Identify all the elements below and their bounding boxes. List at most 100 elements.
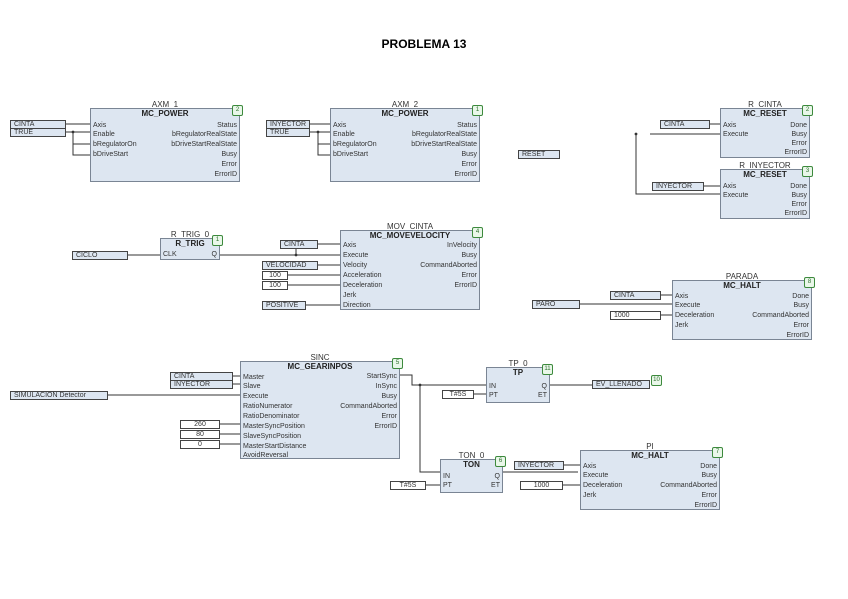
var-paro[interactable]: PARO	[532, 300, 580, 309]
pin-done: Done	[792, 293, 809, 300]
pin-errorid: ErrorID	[454, 282, 477, 289]
sinc-function-block[interactable]: MC_GEARINPOS 5 Master Slave Execute Rati…	[240, 358, 403, 459]
movcinta-function-block[interactable]: MC_MOVEVELOCITY 4 Axis Execute Velocity …	[340, 227, 483, 310]
pin-bregulatorrealstate: bRegulatorRealState	[412, 131, 477, 138]
var-mov-velocidad[interactable]: VELOCIDAD	[262, 261, 318, 270]
axm2-type: MC_POWER	[381, 109, 429, 118]
movcinta-instance-label: MOV_CINTA	[386, 222, 434, 231]
axm2-instance-label: AXM_2	[391, 100, 419, 109]
rinyector-order-badge: 3	[802, 166, 813, 177]
pin-status: Status	[457, 122, 477, 129]
rtrig-function-block[interactable]: R_TRIG 1 CLK Q	[160, 235, 223, 260]
halt2-type: MC_HALT	[631, 451, 669, 460]
var-sinc-260[interactable]: 260	[180, 420, 220, 429]
pin-bregulatoron: bRegulatorOn	[93, 141, 137, 148]
var-mov-deceleration[interactable]: 100	[262, 281, 288, 290]
wire-axm1-enable-drivestart	[72, 132, 90, 156]
var-parada-cinta[interactable]: CINTA	[610, 291, 661, 300]
pin-deceleration: Deceleration	[583, 482, 623, 489]
pin-slavesyncposition: SlaveSyncPosition	[243, 433, 301, 440]
pin-error: Error	[461, 272, 477, 279]
ton-function-block[interactable]: TON 6 IN PT Q ET	[440, 456, 506, 493]
var-halt2-inyector[interactable]: INYECTOR	[514, 461, 564, 470]
wire-axm2-enable-drivestart	[317, 132, 330, 156]
pin-axis: Axis	[343, 242, 357, 249]
pin-jerk: Jerk	[675, 322, 689, 329]
pin-axis: Axis	[333, 122, 347, 129]
var-mov-acceleration[interactable]: 100	[262, 271, 288, 280]
axm1-function-block[interactable]: MC_POWER 2 Axis Enable bRegulatorOn bDri…	[90, 105, 243, 182]
pin-avoidreversal: AvoidReversal	[243, 452, 289, 459]
tp-function-block[interactable]: TP 11 IN PT Q ET	[486, 364, 553, 403]
parada-function-block[interactable]: MC_HALT 8 Axis Execute Deceleration Jerk…	[672, 277, 815, 340]
var-rinyector-inyector[interactable]: INYECTOR	[652, 182, 704, 191]
tp-type: TP	[512, 368, 524, 377]
var-reset[interactable]: RESET	[518, 150, 560, 159]
var-halt2-deceleration[interactable]: 1000	[520, 481, 563, 490]
wire-sinc-insync	[400, 374, 486, 386]
var-axm2-true[interactable]: TRUE	[266, 128, 310, 137]
junction-dot	[418, 383, 422, 387]
parada-instance-label: PARADA	[725, 272, 759, 281]
var-mov-direction[interactable]: POSITIVE	[262, 301, 306, 310]
pin-error: Error	[793, 322, 809, 329]
var-sinc-inyector[interactable]: INYECTOR	[170, 380, 233, 389]
pin-bregulatoron: bRegulatorOn	[333, 141, 377, 148]
ev-llenado-order-badge: 10	[651, 375, 662, 386]
pin-busy: Busy	[461, 252, 477, 259]
pin-errorid: ErrorID	[374, 423, 397, 430]
pin-error: Error	[381, 413, 397, 420]
axm2-function-block[interactable]: MC_POWER 1 Axis Enable bRegulatorOn bDri…	[330, 105, 483, 182]
var-sinc-simulacion[interactable]: SIMULACION Detector	[10, 391, 108, 400]
var-axm1-true[interactable]: TRUE	[10, 128, 66, 137]
ton-instance-label: TON_0	[458, 451, 485, 460]
rinyector-function-block[interactable]: MC_RESET 3 Axis Execute Done Busy Error …	[720, 166, 813, 219]
pin-axis: Axis	[583, 463, 597, 470]
pin-mastersyncposition: MasterSyncPosition	[243, 423, 305, 430]
pin-axis: Axis	[93, 122, 107, 129]
var-mov-cinta[interactable]: CINTA	[280, 240, 318, 249]
junction-dot	[71, 130, 75, 134]
var-rcinta-cinta[interactable]: CINTA	[660, 120, 710, 129]
halt2-instance-label: PI	[646, 442, 654, 451]
var-ciclo[interactable]: CICLO	[72, 251, 128, 260]
var-tp-pt[interactable]: T#5S	[442, 390, 474, 399]
axm1-type: MC_POWER	[141, 109, 189, 118]
pin-busy: Busy	[791, 131, 807, 138]
pin-done: Done	[790, 122, 807, 129]
pin-in: IN	[489, 383, 496, 390]
pin-bregulatorrealstate: bRegulatorRealState	[172, 131, 237, 138]
pin-error: Error	[461, 161, 477, 168]
rcinta-function-block[interactable]: MC_RESET 2 Axis Execute Done Busy Error …	[720, 105, 813, 158]
pin-bdrivestart: bDriveStart	[333, 151, 369, 158]
pin-error: Error	[221, 161, 237, 168]
var-sinc-80[interactable]: 80	[180, 430, 220, 439]
pin-status: Status	[217, 122, 237, 129]
var-ev-llenado[interactable]: EV_LLENADO	[592, 380, 650, 389]
pin-axis: Axis	[723, 122, 737, 129]
pin-master: Master	[243, 374, 265, 381]
pin-done: Done	[790, 183, 807, 190]
pin-jerk: Jerk	[343, 292, 357, 299]
pin-et: ET	[538, 392, 547, 399]
tp-order-badge: 11	[542, 364, 553, 375]
pin-errorid: ErrorID	[784, 149, 807, 156]
halt2-function-block[interactable]: MC_HALT 7 Axis Execute Deceleration Jerk…	[580, 447, 723, 510]
pin-axis: Axis	[723, 183, 737, 190]
rcinta-order-badge: 2	[802, 105, 813, 116]
pin-masterstartdistance: MasterStartDistance	[243, 443, 307, 450]
pin-q: Q	[494, 473, 500, 480]
var-ton-pt[interactable]: T#5S	[390, 481, 426, 490]
movcinta-order-badge: 4	[472, 227, 483, 238]
pin-errorid: ErrorID	[454, 171, 477, 178]
wire-sinc-ton	[419, 385, 440, 473]
pin-commandaborted: CommandAborted	[752, 312, 809, 319]
pin-busy: Busy	[791, 192, 807, 199]
var-parada-deceleration[interactable]: 1000	[610, 311, 661, 320]
pin-acceleration: Acceleration	[343, 272, 382, 279]
pin-commandaborted: CommandAborted	[420, 262, 477, 269]
pin-axis: Axis	[675, 293, 689, 300]
var-sinc-0[interactable]: 0	[180, 440, 220, 449]
